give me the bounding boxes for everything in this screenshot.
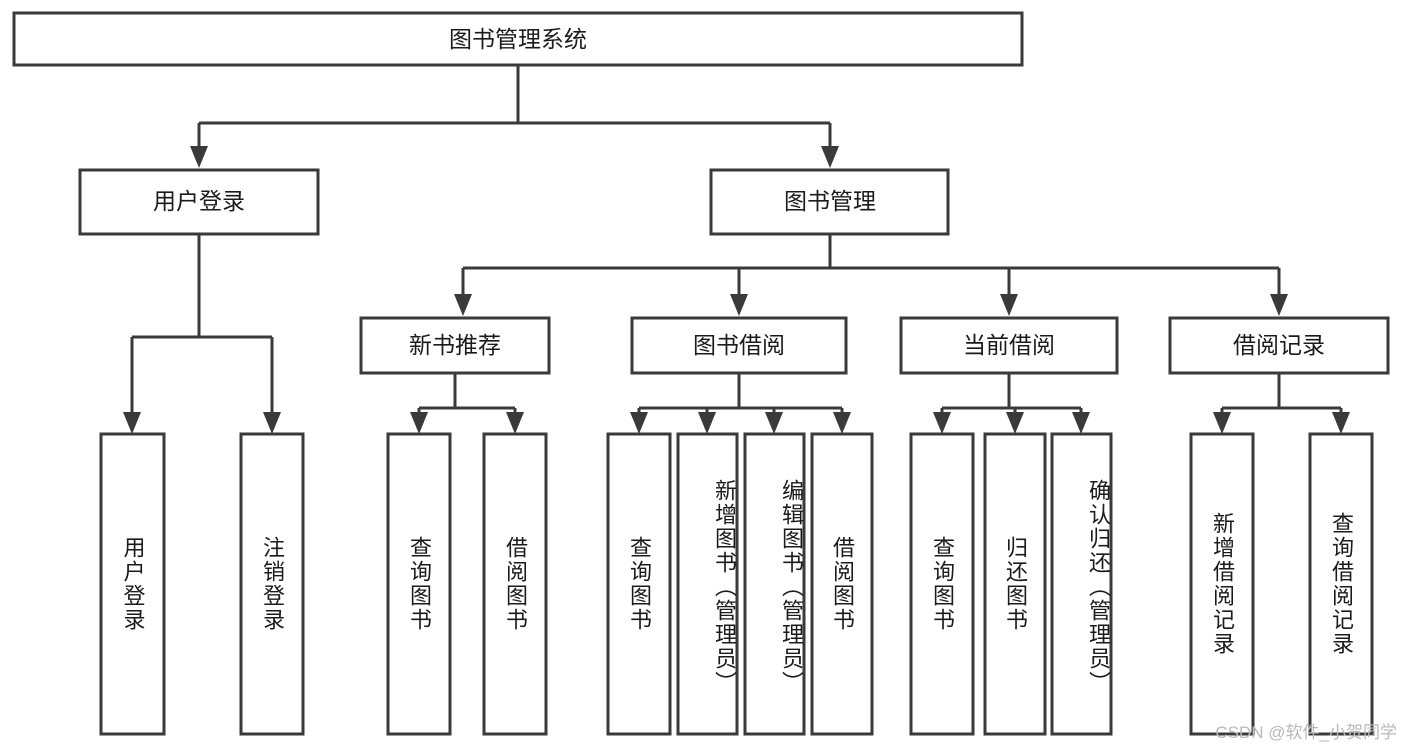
leaf-query-book-rec-box[interactable] [386,432,452,736]
arrowhead-new-book-recommend [454,294,472,316]
leaf-edit-book-admin-box[interactable] [743,432,806,736]
arrowhead-leaf-query-book-rec [410,412,428,434]
node-book-management-label: 图书管理 [784,188,876,214]
node-book-borrow-label: 图书借阅 [693,332,785,358]
arrowhead-borrow-record [1270,294,1288,316]
arrowhead-book-borrow [730,294,748,316]
csdn-watermark: CSDN @软件_小贺同学 [1215,723,1397,742]
leaf-node-user-login[interactable]: 用户登录 [99,432,166,736]
leaf-node-add-borrow-record[interactable]: 新增借阅记录 [1189,432,1255,736]
node-book-management[interactable]: 图书管理 [709,168,950,236]
leaf-borrow-book-rec-label: 借阅图书 [502,536,528,632]
node-borrow-record-box[interactable] [1168,316,1390,375]
leaf-node-query-book-borrow[interactable]: 查询图书 [606,432,672,736]
leaf-query-borrow-record-textwrap: 查询借阅记录 [1328,512,1354,656]
leaf-node-query-borrow-record[interactable]: 查询借阅记录 [1308,432,1374,736]
leaf-query-borrow-record-box[interactable] [1308,432,1374,736]
leaf-query-book-cur-textwrap: 查询图书 [929,536,955,632]
leaf-query-book-cur-box[interactable] [909,432,975,736]
leaf-add-book-admin-box[interactable] [676,432,739,736]
arrowhead-leaf-query-borrow-record [1332,412,1350,434]
leaf-borrow-book-textwrap: 借阅图书 [829,536,855,632]
leaf-borrow-book-box[interactable] [810,432,874,736]
node-current-borrow-label: 当前借阅 [963,332,1055,358]
node-root-system[interactable]: 图书管理系统 [12,11,1024,67]
arrowhead-to-user-login [190,146,208,168]
arrowhead-leaf-query-book-borrow [630,412,648,434]
leaf-user-logout-textwrap: 注销登录 [259,536,285,632]
leaf-add-borrow-record-textwrap: 新增借阅记录 [1209,512,1235,656]
leaf-add-borrow-record-label: 新增借阅记录 [1209,512,1235,656]
arrowhead-leaf-user-login [123,412,141,434]
leaf-node-borrow-book[interactable]: 借阅图书 [810,432,874,736]
node-new-book-recommend[interactable]: 新书推荐 [359,316,551,375]
leaf-add-book-admin-label: 新增图书（管理员） [712,479,737,695]
node-current-borrow-box[interactable] [899,316,1119,375]
leaf-add-book-admin-textwrap: 新增图书（管理员） [712,479,737,695]
leaf-add-borrow-record-box[interactable] [1189,432,1255,736]
arrowhead-leaf-borrow-book [833,412,851,434]
node-current-borrow[interactable]: 当前借阅 [899,316,1119,375]
arrowhead-leaf-query-book-cur [933,412,951,434]
leaf-user-login-label: 用户登录 [120,536,146,632]
arrowhead-leaf-return-book [1006,412,1024,434]
leaf-user-logout-box[interactable] [239,432,305,736]
arrowhead-leaf-confirm-return-admin [1072,412,1090,434]
leaf-query-book-borrow-label: 查询图书 [626,536,652,632]
connector-layer [123,65,1350,434]
node-user-login[interactable]: 用户登录 [78,168,320,236]
arrowhead-leaf-add-book-admin [698,412,716,434]
arrowhead-leaf-borrow-book-rec [506,412,524,434]
node-new-book-recommend-label: 新书推荐 [409,332,501,358]
leaf-node-query-book-cur[interactable]: 查询图书 [909,432,975,736]
leaf-return-book-label: 归还图书 [1002,536,1028,632]
arrowhead-to-book-management [821,146,839,168]
arrowhead-leaf-user-logout [263,412,281,434]
node-root-box[interactable] [12,11,1024,67]
leaf-node-borrow-book-rec[interactable]: 借阅图书 [482,432,548,736]
leaf-query-book-borrow-textwrap: 查询图书 [626,536,652,632]
leaf-user-logout-label: 注销登录 [259,536,285,632]
leaf-return-book-box[interactable] [983,432,1047,736]
leaf-confirm-return-admin-box[interactable] [1050,432,1113,736]
leaf-user-login-textwrap: 用户登录 [120,536,146,632]
leaf-user-login-box[interactable] [99,432,166,736]
leaf-confirm-return-admin-textwrap: 确认归还（管理员） [1086,479,1111,695]
node-book-management-box[interactable] [709,168,950,236]
leaf-node-confirm-return-admin[interactable]: 确认归还（管理员） [1050,432,1113,736]
leaf-confirm-return-admin-label: 确认归还（管理员） [1086,479,1111,695]
leaf-query-book-rec-textwrap: 查询图书 [406,536,432,632]
leaf-node-add-book-admin[interactable]: 新增图书（管理员） [676,432,739,736]
node-user-login-label: 用户登录 [153,188,245,214]
arrowhead-leaf-add-borrow-record [1213,412,1231,434]
arrowhead-current-borrow [1000,294,1018,316]
leaf-query-borrow-record-label: 查询借阅记录 [1328,512,1354,656]
node-borrow-record[interactable]: 借阅记录 [1168,316,1390,375]
node-borrow-record-label: 借阅记录 [1233,332,1325,358]
node-user-login-box[interactable] [78,168,320,236]
leaf-node-return-book[interactable]: 归还图书 [983,432,1047,736]
node-root-label: 图书管理系统 [449,26,587,52]
leaf-query-book-borrow-box[interactable] [606,432,672,736]
leaf-node-user-logout[interactable]: 注销登录 [239,432,305,736]
leaf-edit-book-admin-textwrap: 编辑图书（管理员） [779,479,804,695]
node-book-borrow[interactable]: 图书借阅 [630,316,848,375]
leaf-query-book-rec-label: 查询图书 [406,536,432,632]
leaf-query-book-cur-label: 查询图书 [929,536,955,632]
leaf-borrow-book-rec-box[interactable] [482,432,548,736]
leaf-borrow-book-rec-textwrap: 借阅图书 [502,536,528,632]
leaf-edit-book-admin-label: 编辑图书（管理员） [779,479,804,695]
leaf-return-book-textwrap: 归还图书 [1002,536,1028,632]
arrowhead-leaf-edit-book-admin [765,412,783,434]
node-new-book-recommend-box[interactable] [359,316,551,375]
leaf-node-query-book-rec[interactable]: 查询图书 [386,432,452,736]
leaf-borrow-book-label: 借阅图书 [829,536,855,632]
leaf-node-edit-book-admin[interactable]: 编辑图书（管理员） [743,432,806,736]
node-book-borrow-box[interactable] [630,316,848,375]
